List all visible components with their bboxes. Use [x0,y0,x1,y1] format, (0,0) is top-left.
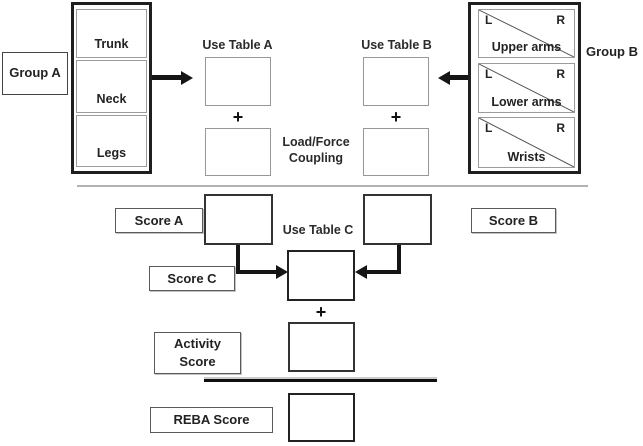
elbow-a-horizontal [236,270,277,274]
upper-arms-label: Upper arms [491,40,562,54]
neck-label: Neck [96,92,127,106]
score-a-box [204,194,273,245]
arrow-b-head-icon [438,70,450,85]
table-a-score-box [205,57,271,106]
elbow-b-vertical [397,245,401,274]
wrists-right: R [556,121,565,135]
lower-arms-left: L [485,67,493,81]
lower-arms-box: L R Lower arms [478,63,575,113]
load-force-coupling-label: Load/Force Coupling [282,135,350,165]
legs-box: Legs [76,115,147,167]
diagonal-line-icon [479,10,574,57]
arrow-a-head-icon [181,70,193,85]
sum-line [204,377,437,382]
plus-b: + [390,107,402,127]
wrists-left: L [485,121,493,135]
neck-box: Neck [76,60,147,113]
legs-label: Legs [96,146,127,160]
score-a-label: Score A [115,208,203,233]
upper-arms-box: L R Upper arms [478,9,575,58]
diagonal-line-icon [479,64,574,112]
plus-a: + [232,107,244,127]
elbow-a-head-icon [276,265,288,279]
score-c-label-text: Score C [167,270,217,286]
lower-arms-right: R [556,67,565,81]
score-a-label-text: Score A [134,212,184,228]
elbow-a-vertical [236,245,240,274]
group-b-label: Group B [586,44,638,59]
group-b-container: L R Upper arms L R Lower arms L R Wrists [468,2,581,174]
reba-score-box [288,393,355,442]
group-a-container: Trunk Neck Legs [71,2,152,174]
lower-arms-label: Lower arms [491,95,562,109]
wrists-box: L R Wrists [478,117,575,168]
elbow-b-head-icon [355,265,367,279]
activity-score-label: Activity Score [154,332,241,374]
reba-score-label: REBA Score [150,407,273,433]
score-b-label: Score B [471,208,556,233]
use-table-b-label: Use Table B [361,38,432,52]
plus-c: + [315,302,327,322]
section-divider [77,185,588,187]
group-a-label: Group A [2,52,68,95]
arrow-a-shaft [152,75,182,80]
trunk-box: Trunk [76,9,147,58]
use-table-c-label: Use Table C [282,223,354,237]
load-force-box-a [205,128,271,176]
score-c-label: Score C [149,266,235,291]
score-b-label-text: Score B [488,212,539,228]
load-force-box-b [363,128,429,176]
use-table-a-label: Use Table A [202,38,273,52]
activity-score-box [288,322,355,372]
table-b-score-box [363,57,429,106]
trunk-label: Trunk [94,37,129,51]
diagonal-line-icon [479,118,574,167]
upper-arms-right: R [556,13,565,27]
score-b-box [363,194,432,245]
reba-score-label-text: REBA Score [173,412,250,428]
table-c-score-box [287,250,355,301]
elbow-b-horizontal [367,270,401,274]
upper-arms-left: L [485,13,493,27]
arrow-b-shaft [450,75,469,80]
group-a-label-text: Group A [9,65,61,81]
activity-score-label-text: Activity Score [174,336,221,369]
wrists-label: Wrists [507,150,546,164]
